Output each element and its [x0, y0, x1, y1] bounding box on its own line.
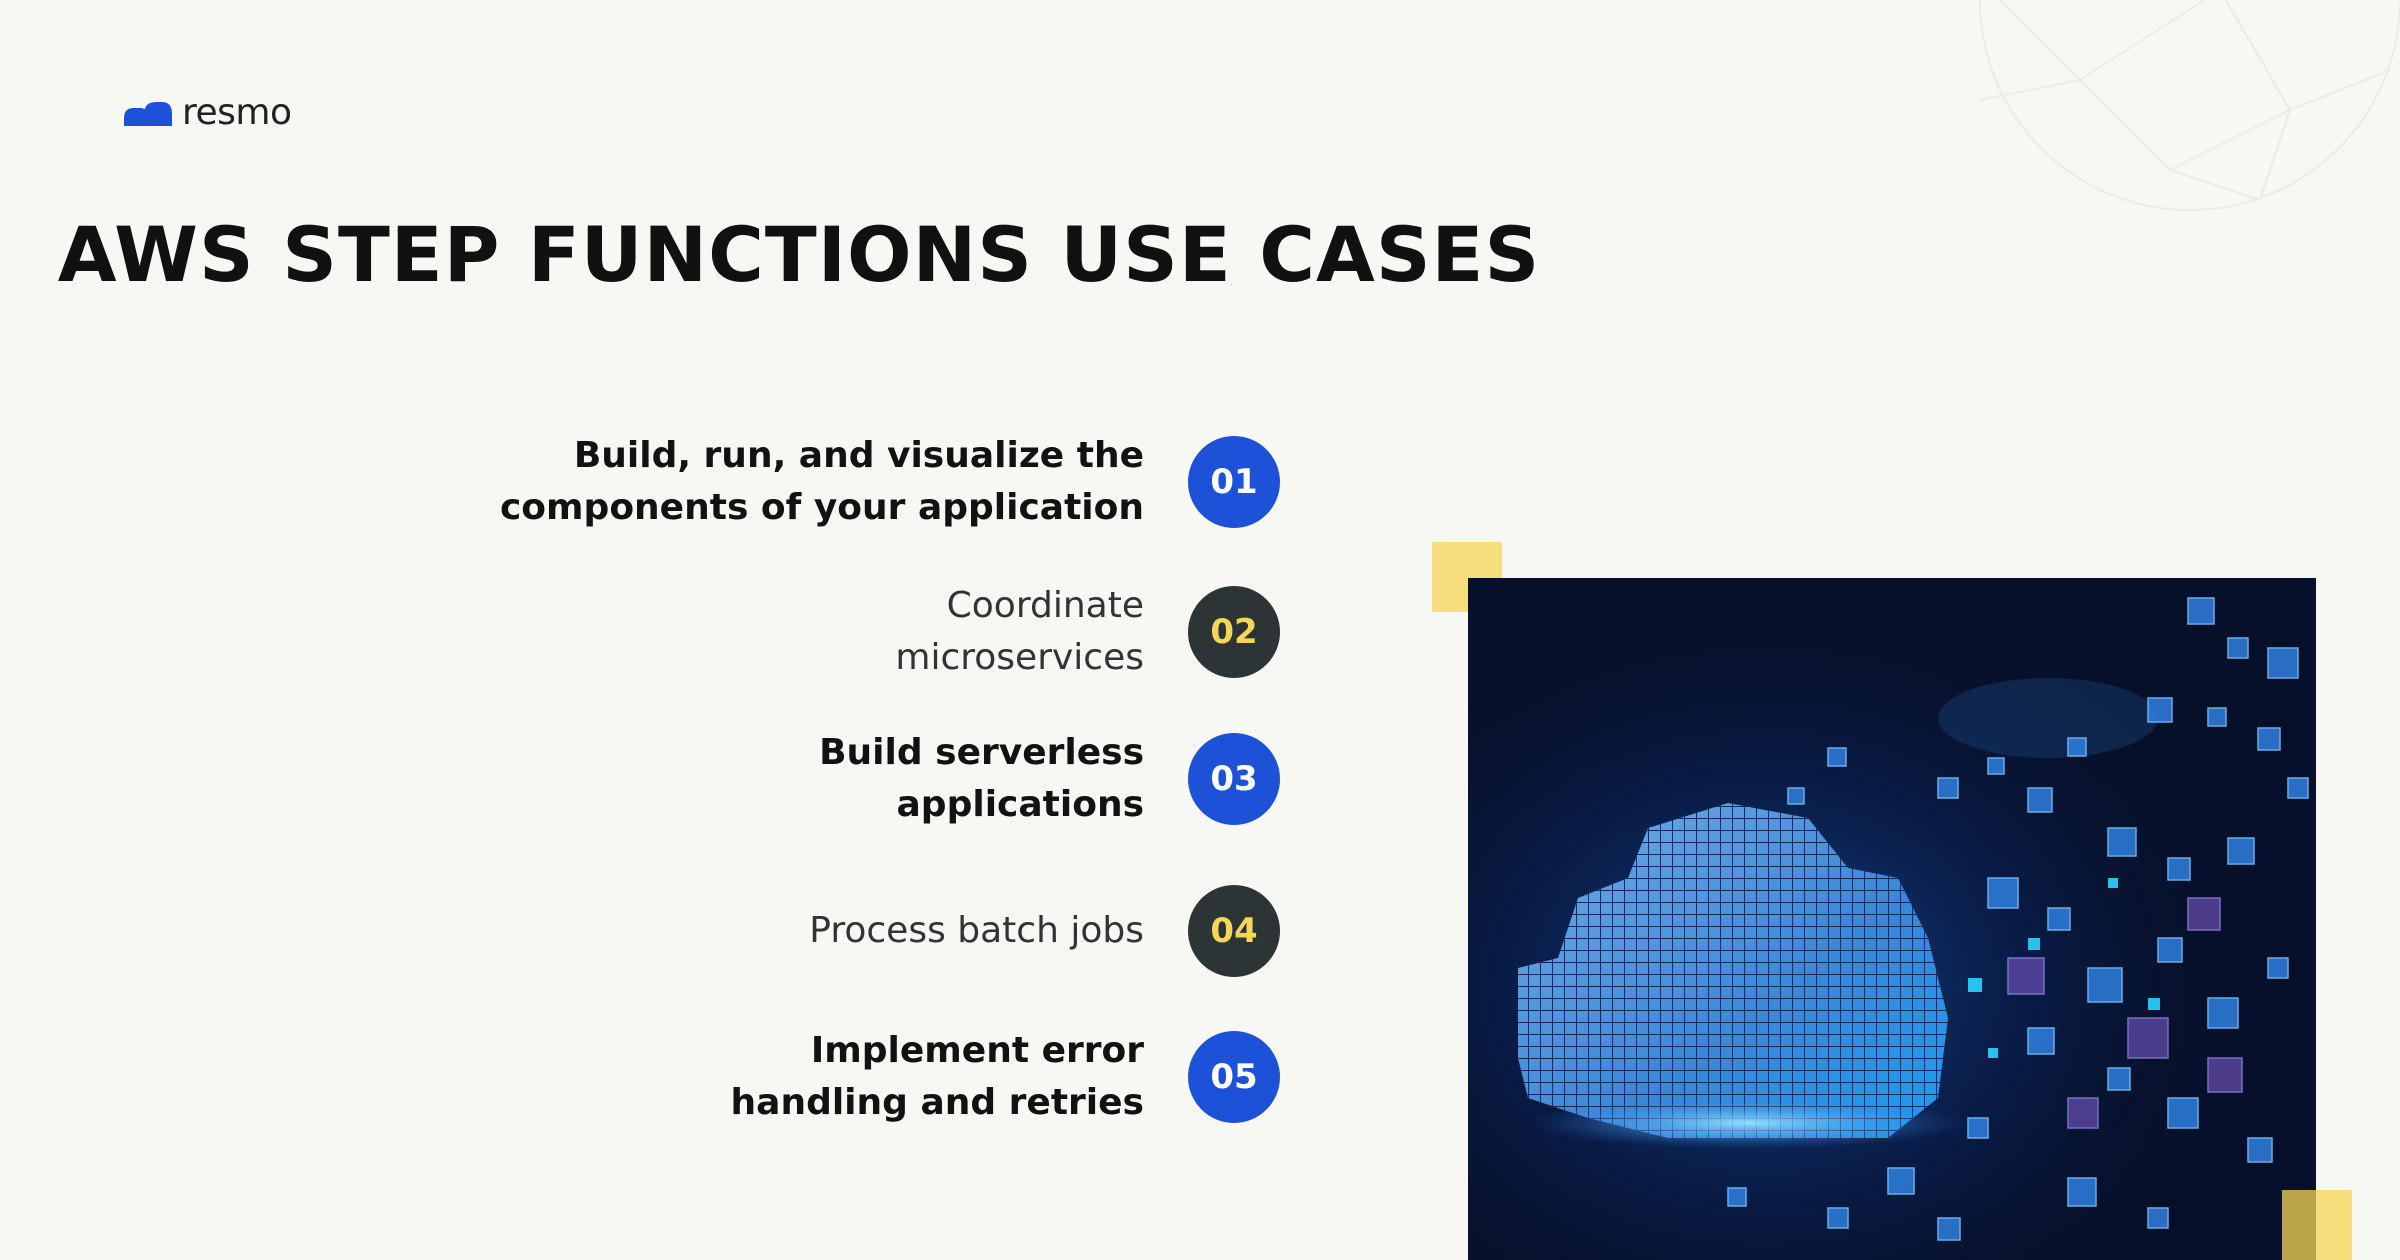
- use-case-label: Build serverless applications: [819, 732, 1144, 825]
- decorative-sphere-pattern: [1979, 0, 2400, 211]
- use-case-label: Coordinate microservices: [895, 585, 1144, 678]
- use-case-item-01: Build, run, and visualize the components…: [300, 432, 1280, 532]
- hero-image: [1468, 578, 2316, 1260]
- use-case-number-badge: 04: [1188, 885, 1280, 977]
- page-title-wrapper: AWS STEP FUNCTIONS USE CASES: [0, 210, 2400, 299]
- brand-logo[interactable]: resmo: [124, 92, 292, 133]
- use-case-label: Build, run, and visualize the components…: [499, 435, 1144, 528]
- use-case-label: Implement error handling and retries: [730, 1030, 1144, 1123]
- accent-square-bottom: [2282, 1190, 2352, 1260]
- use-case-number-badge: 05: [1188, 1031, 1280, 1123]
- voxel-cloud-illustration-icon: [1468, 578, 2316, 1260]
- use-case-label: Process batch jobs: [809, 910, 1144, 951]
- use-case-item-05: Implement error handling and retries 05: [300, 1027, 1280, 1127]
- page-title: AWS STEP FUNCTIONS USE CASES: [57, 210, 1541, 299]
- brand-name: resmo: [182, 92, 292, 133]
- use-case-number-badge: 03: [1188, 733, 1280, 825]
- use-case-item-03: Build serverless applications 03: [300, 729, 1280, 829]
- use-case-item-02: Coordinate microservices 02: [300, 582, 1280, 682]
- use-case-item-04: Process batch jobs 04: [300, 881, 1280, 981]
- use-case-number-badge: 02: [1188, 586, 1280, 678]
- resmo-logo-icon: [124, 101, 172, 126]
- use-case-number-badge: 01: [1188, 436, 1280, 528]
